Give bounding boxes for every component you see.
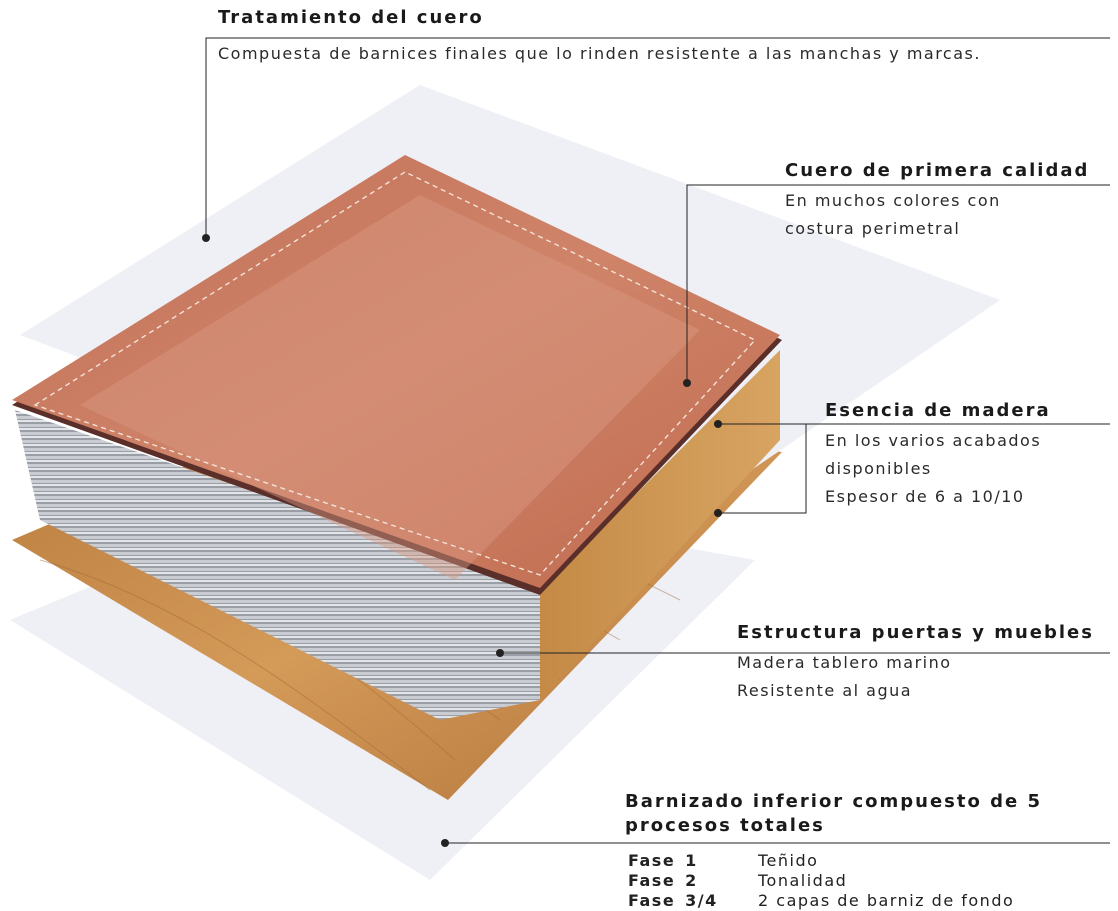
wood-label: Esencia de madera En los varios acabados… [825,400,1051,511]
phase-word: Fase [628,871,676,890]
wood-side-edge [540,350,780,700]
treatment-text: Compuesta de barnices finales que lo rin… [218,44,981,63]
phase-desc: Teñido [758,851,819,870]
treatment-label: Tratamiento del cuero [218,7,484,28]
wood-line-2: disponibles [825,459,932,478]
wood-line-3: Espesor de 6 a 10/10 [825,487,1025,506]
plywood-edge [15,410,540,720]
phase-desc: Tonalidad [758,871,848,890]
leather-label: Cuero de primera calidad En muchos color… [785,160,1089,243]
structure-label: Estructura puertas y muebles Madera tabl… [737,622,1094,705]
leather-top-layer [12,155,780,588]
structure-line-2: Resistente al agua [737,681,913,700]
leader-dots [202,234,722,847]
phase-word: Fase [628,891,676,910]
phase-number: 1 [685,851,698,870]
phase-word: Fase [628,851,676,870]
stitching [33,171,757,576]
wood-line-1: En los varios acabados [825,431,1042,450]
wood-title: Esencia de madera [825,400,1051,421]
phase-list: Fase 1 Teñido Fase 2 Tonalidad Fase 3/4 2 c… [628,851,1014,911]
phase-row: Fase 2 Tonalidad [628,871,1014,891]
leather-line-2: costura perimetral [785,219,961,238]
leather-title: Cuero de primera calidad [785,160,1090,181]
treatment-title: Tratamiento del cuero [218,7,484,28]
varnish-title-line-1: Barnizado inferior compuesto de 5 [625,791,1042,812]
varnish-label: Barnizado inferior compuesto de 5 proces… [625,790,1042,838]
leather-highlight [80,195,700,580]
structure-line-1: Madera tablero marino [737,653,952,672]
varnish-title-line-2: procesos totales [625,815,825,836]
leather-line-1: En muchos colores con [785,191,1001,210]
structure-title: Estructura puertas y muebles [737,622,1094,643]
phase-desc: 2 capas de barniz de fondo [758,891,1015,910]
phase-number: 2 [685,871,698,890]
phase-row: Fase 3/4 2 capas de barniz de fondo [628,891,1014,911]
phase-row: Fase 1 Teñido [628,851,1014,871]
phase-number: 3/4 [685,891,718,910]
leader-lines [205,37,1110,844]
